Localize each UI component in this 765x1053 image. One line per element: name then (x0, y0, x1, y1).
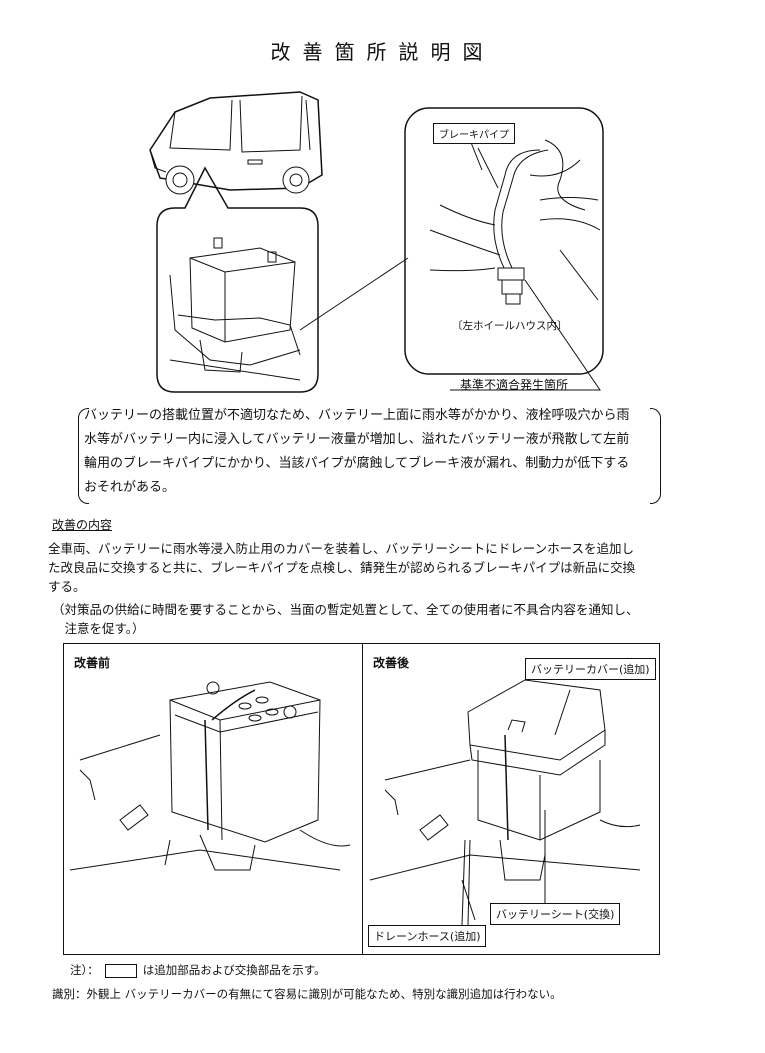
legend-note-prefix: 注）： (70, 963, 99, 977)
improvement-body-line: する。 (48, 579, 86, 594)
before-panel (63, 643, 363, 955)
engine-bay-sketch (169, 237, 301, 381)
legend-note-text: は追加部品および交換部品を示す。 (142, 963, 326, 977)
improvement-note-line: （対策品の供給に時間を要することから、当面の暫定処置として、全ての使用者に不具合… (52, 602, 639, 617)
improvement-note-line: 注意を促す。） (52, 621, 145, 636)
car-illustration (149, 91, 323, 195)
improvement-body-line: た改良品に交換すると共に、ブレーキパイプを点検し、錆発生が認められるブレーキパイ… (48, 560, 636, 575)
battery-cover-label: バッテリーカバー(追加) (525, 658, 656, 680)
improvement-note: （対策品の供給に時間を要することから、当面の暫定処置として、全ての使用者に不具合… (52, 600, 702, 638)
after-panel-title: 改善後 (373, 656, 410, 670)
legend-note: 注）： は追加部品および交換部品を示す。 (70, 962, 326, 978)
left-wheel-house-label: 〔左ホイールハウス内〕 (452, 320, 568, 332)
before-panel-title: 改善前 (74, 656, 111, 670)
description-line: 水等がバッテリー内に浸入してバッテリー液量が増加し、溢れたバッテリー液が飛散して… (84, 432, 630, 447)
drain-hose-label: ドレーンホース(追加) (368, 925, 487, 947)
improvement-heading: 改善の内容 (52, 518, 113, 532)
improvement-body-line: 全車両、バッテリーに雨水等浸入防止用のカバーを装着し、バッテリーシートにドレーン… (48, 541, 635, 556)
brake-pipe-label: ブレーキパイプ (433, 123, 515, 144)
identification-note: 識別：外観上 バッテリーカバーの有無にて容易に識別が可能なため、特別な識別追加は… (52, 987, 562, 1001)
battery-sheet-label: バッテリーシート(交換) (490, 903, 621, 925)
before-battery-sketch (69, 681, 351, 871)
after-battery-sketch (369, 679, 641, 926)
defect-description: バッテリーの搭載位置が不適切なため、バッテリー上面に雨水等がかかり、液栓呼吸穴か… (84, 404, 660, 500)
nonconformity-location-label: 基準不適合発生箇所 (460, 378, 569, 392)
legend-box-icon (104, 963, 137, 978)
page-title: 改善箇所説明図 (270, 40, 495, 64)
brake-pipe-sketch (429, 139, 601, 305)
description-line: 輪用のブレーキパイプにかかり、当該パイプが腐蝕してブレーキ液が漏れ、制動力が低下… (84, 456, 630, 471)
description-line: おそれがある。 (84, 480, 176, 495)
description-line: バッテリーの搭載位置が不適切なため、バッテリー上面に雨水等がかかり、液栓呼吸穴か… (84, 408, 630, 423)
improvement-body: 全車両、バッテリーに雨水等浸入防止用のカバーを装着し、バッテリーシートにドレーン… (48, 539, 698, 596)
after-panel (362, 643, 660, 955)
